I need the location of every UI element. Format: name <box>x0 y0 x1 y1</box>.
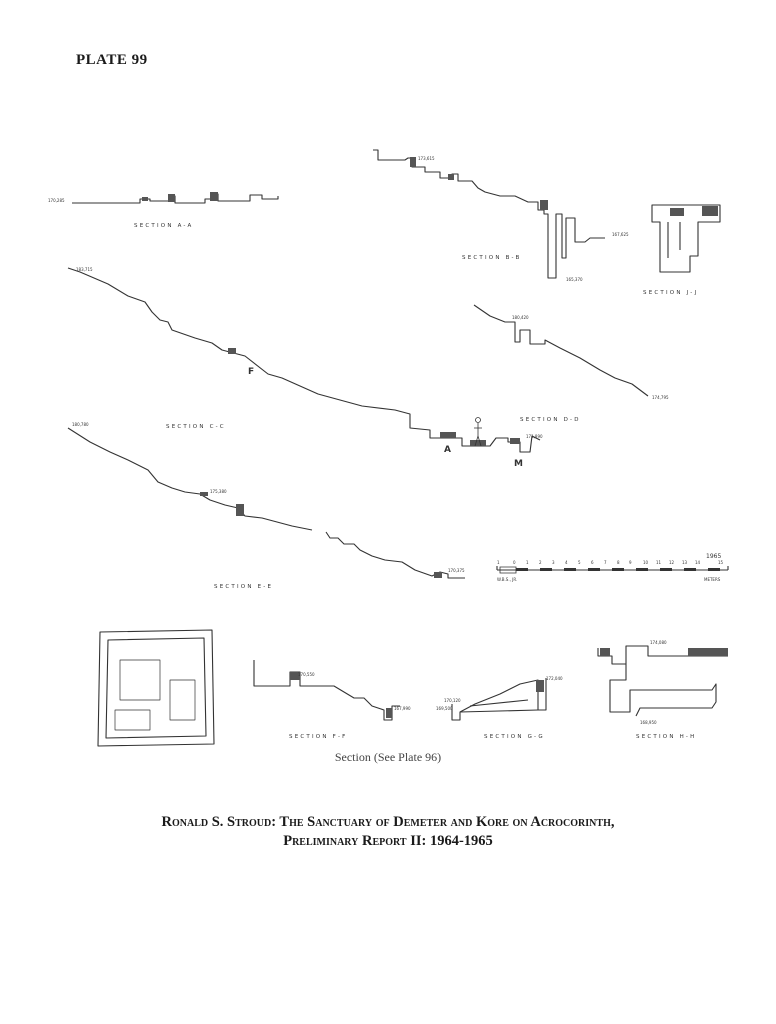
elevation-label: 170,375 <box>448 568 465 573</box>
scale-tick: 1 <box>526 560 529 565</box>
section-jj-profile <box>651 204 721 273</box>
scale-tick: 7 <box>604 560 607 565</box>
elevation-label: 173,615 <box>418 156 435 161</box>
section-jj-label: SECTION J-J <box>643 290 699 296</box>
elevation-label: 174,080 <box>650 640 667 645</box>
citation: Ronald S. Stroud: The Sanctuary of Demet… <box>0 813 776 851</box>
marker-a: A <box>444 445 451 455</box>
scale-tick: 14 <box>695 560 701 565</box>
section-aa-profile <box>72 193 279 204</box>
human-figure <box>475 417 481 423</box>
elevation-label: 174,795 <box>652 395 669 400</box>
elevation-label: 168,950 <box>640 720 657 725</box>
scale-tick: 8 <box>617 560 620 565</box>
scale-tick: 5 <box>578 560 581 565</box>
scale-year: 1965 <box>706 553 721 560</box>
elevation-label: 169,500 <box>436 706 453 711</box>
elevation-label: 171,890 <box>526 434 543 439</box>
elevation-label: 180,780 <box>72 422 89 427</box>
elevation-label: 167,625 <box>612 232 629 237</box>
section-ee-label: SECTION E-E <box>214 584 273 590</box>
elevation-label: 167,990 <box>394 706 411 711</box>
scale-tick: 12 <box>669 560 675 565</box>
marker-f: F <box>248 367 254 377</box>
scale-tick: 1 <box>497 560 500 565</box>
section-aa-label: SECTION A-A <box>134 223 193 229</box>
elevation-label: 175,380 <box>210 489 227 494</box>
elevation-label: 170,550 <box>298 672 315 677</box>
scale-tick: 4 <box>565 560 568 565</box>
elevation-label: 170,120 <box>444 698 461 703</box>
section-gg-label: SECTION G-G <box>484 734 545 740</box>
section-gg-profile <box>451 678 547 721</box>
scale-unit: METERS <box>704 577 721 582</box>
elevation-label: 165,370 <box>566 277 583 282</box>
section-dd-label: SECTION D-D <box>520 417 581 423</box>
scale-tick: 3 <box>552 560 555 565</box>
scale-tick: 2 <box>539 560 542 565</box>
citation-line-2: Preliminary Report II: 1964-1965 <box>283 833 493 849</box>
citation-line-1: Ronald S. Stroud: The Sanctuary of Demet… <box>161 814 615 830</box>
section-ff-profile <box>253 660 400 721</box>
scale-tick: 10 <box>643 560 649 565</box>
scale-ticks: 1 0 1 2 3 4 5 6 7 8 9 10 11 12 13 14 15 <box>497 560 724 565</box>
elevation-label: 172,040 <box>546 676 563 681</box>
scale-tick: 9 <box>629 560 632 565</box>
plate-label: PLATE 99 <box>76 52 148 68</box>
section-cc-profile <box>67 267 541 453</box>
section-ee-profile <box>67 427 465 579</box>
scale-tick: 6 <box>591 560 594 565</box>
elevation-label: 180,420 <box>512 315 529 320</box>
elevation-label: 170,285 <box>48 198 65 203</box>
section-dd-profile <box>473 304 649 397</box>
section-hh-label: SECTION H-H <box>636 734 696 740</box>
section-cc-label: SECTION C-C <box>166 424 226 430</box>
scale-author: W.B.S., JR. <box>497 577 517 582</box>
section-ff-label: SECTION F-F <box>289 734 348 740</box>
scale-tick: 11 <box>656 560 662 565</box>
scale-tick: 0 <box>513 560 516 565</box>
scale-tick: 15 <box>718 560 724 565</box>
marker-m: M <box>514 459 523 469</box>
figure-caption: Section (See Plate 96) <box>334 750 442 764</box>
site-plan <box>97 629 215 747</box>
scale-tick: 13 <box>682 560 688 565</box>
section-bb-label: SECTION B-B <box>462 255 522 261</box>
elevation-label: 183,715 <box>76 267 93 272</box>
